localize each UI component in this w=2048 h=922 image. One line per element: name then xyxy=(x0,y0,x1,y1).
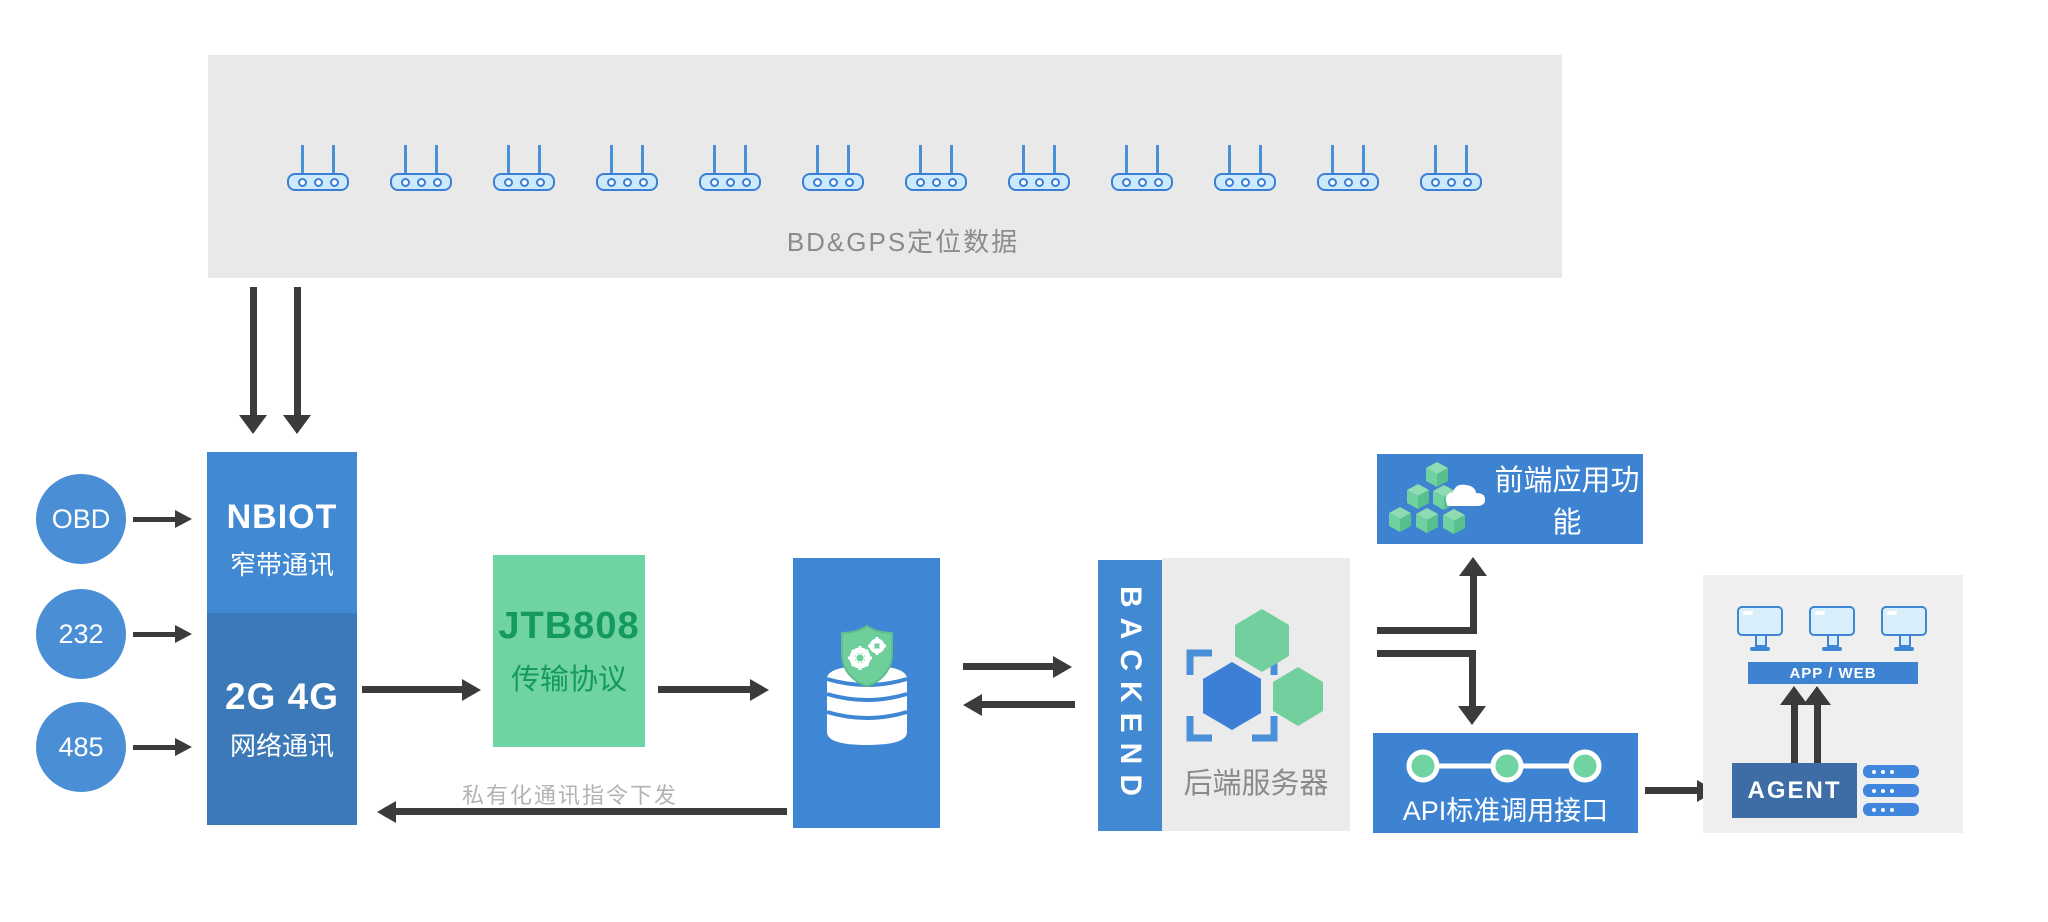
232-arrow-head xyxy=(175,625,192,643)
router-icon xyxy=(596,145,658,191)
gateway-to-protocol-arrow-line xyxy=(362,686,462,693)
server-stack-icon xyxy=(1863,765,1919,816)
api-timeline-icon xyxy=(1406,749,1602,783)
agent-box: AGENT xyxy=(1732,763,1857,818)
router-icon xyxy=(493,145,555,191)
router-icon xyxy=(802,145,864,191)
obd-arrow-line xyxy=(133,517,175,522)
gateway-to-protocol-arrow-head xyxy=(462,679,481,701)
gps-data-label: BD&GPS定位数据 xyxy=(786,227,1020,257)
backend-vertical-banner: BACKEND xyxy=(1098,560,1162,831)
monitor-icon xyxy=(1881,606,1927,652)
down-arrow-head xyxy=(239,415,267,434)
frontend-label: 前端应用功能 xyxy=(1494,465,1640,539)
gateway-box: NBIOT 窄带通讯 2G 4G 网络通讯 xyxy=(207,452,357,825)
router-icon xyxy=(1214,145,1276,191)
down-arrow-line xyxy=(294,287,301,415)
server-bar-icon xyxy=(1863,784,1919,797)
232-label: 232 xyxy=(58,618,104,649)
cellular-section: 2G 4G 网络通讯 xyxy=(207,613,357,825)
protocol-subtitle: 传输协议 xyxy=(510,663,627,696)
agent-label: AGENT xyxy=(1747,776,1842,804)
backend-server-label: 后端服务器 xyxy=(1183,768,1329,800)
input-circle-obd: OBD xyxy=(36,474,126,564)
protocol-box: JTB808 传输协议 xyxy=(493,555,645,747)
router-icon xyxy=(1317,145,1379,191)
monitor-row xyxy=(1737,606,1927,652)
obd-label: OBD xyxy=(51,503,111,534)
router-icon xyxy=(699,145,761,191)
backend-to-frontend-arrow-head xyxy=(1459,557,1487,576)
input-circle-485: 485 xyxy=(36,702,126,792)
backend-to-api-arrow-hline xyxy=(1377,650,1476,657)
agent-to-appweb-arrow-head xyxy=(1780,686,1808,705)
server-bar-icon xyxy=(1863,765,1919,778)
cubes-cloud-icon xyxy=(1389,462,1486,534)
api-box: API标准调用接口 xyxy=(1373,733,1638,833)
downlink-arrow-head xyxy=(377,801,396,823)
api-label: API标准调用接口 xyxy=(1402,796,1609,826)
nbiot-subtitle: 窄带通讯 xyxy=(229,549,334,580)
cellular-subtitle: 网络通讯 xyxy=(229,730,334,761)
router-icon xyxy=(287,145,349,191)
485-arrow-line xyxy=(133,745,175,750)
backend-to-frontend-arrow-hline xyxy=(1377,627,1477,634)
api-to-agent-arrow-line xyxy=(1645,787,1697,794)
cellular-title: 2G 4G xyxy=(225,675,339,717)
gps-devices-panel xyxy=(208,55,1562,278)
input-circle-232: 232 xyxy=(36,589,126,679)
shield-database-icon xyxy=(825,624,908,745)
obd-arrow-head xyxy=(175,510,192,528)
protocol-to-db-arrow-line xyxy=(658,686,750,693)
router-row xyxy=(287,145,1482,191)
agent-to-appweb-arrow-head xyxy=(1803,686,1831,705)
down-arrow-line xyxy=(250,287,257,415)
router-icon xyxy=(905,145,967,191)
secure-database-box xyxy=(793,558,940,828)
db-to-backend-arrow-head xyxy=(1053,656,1072,678)
485-arrow-head xyxy=(175,738,192,756)
backend-to-db-arrow-line xyxy=(982,701,1075,708)
protocol-to-db-arrow-head xyxy=(750,679,769,701)
232-arrow-line xyxy=(133,632,175,637)
protocol-title: JTB808 xyxy=(498,604,640,647)
agent-to-appweb-arrow-line xyxy=(1814,704,1821,763)
backend-to-db-arrow-head xyxy=(963,694,982,716)
app-web-bar: APP / WEB xyxy=(1748,662,1918,684)
router-icon xyxy=(390,145,452,191)
frontend-box: 前端应用功能 xyxy=(1377,454,1643,544)
backend-to-api-arrow-vline xyxy=(1469,657,1476,706)
downlink-label: 私有化通讯指令下发 xyxy=(461,783,678,808)
backend-to-frontend-arrow-vline xyxy=(1470,576,1477,634)
monitor-icon xyxy=(1737,606,1783,652)
db-to-backend-arrow-line xyxy=(963,663,1053,670)
agent-to-appweb-arrow-line xyxy=(1791,704,1798,763)
nbiot-section: NBIOT 窄带通讯 xyxy=(207,452,357,613)
backend-to-api-arrow-head xyxy=(1458,706,1486,725)
app-web-label: APP / WEB xyxy=(1789,664,1877,682)
hexagon-cluster-icon xyxy=(1186,609,1323,742)
485-label: 485 xyxy=(58,731,104,762)
router-icon xyxy=(1111,145,1173,191)
downlink-arrow-line xyxy=(396,808,787,815)
router-icon xyxy=(1420,145,1482,191)
monitor-icon xyxy=(1809,606,1855,652)
nbiot-title: NBIOT xyxy=(226,497,338,536)
router-icon xyxy=(1008,145,1070,191)
server-bar-icon xyxy=(1863,803,1919,816)
backend-vertical-label: BACKEND xyxy=(1114,585,1147,806)
down-arrow-head xyxy=(283,415,311,434)
